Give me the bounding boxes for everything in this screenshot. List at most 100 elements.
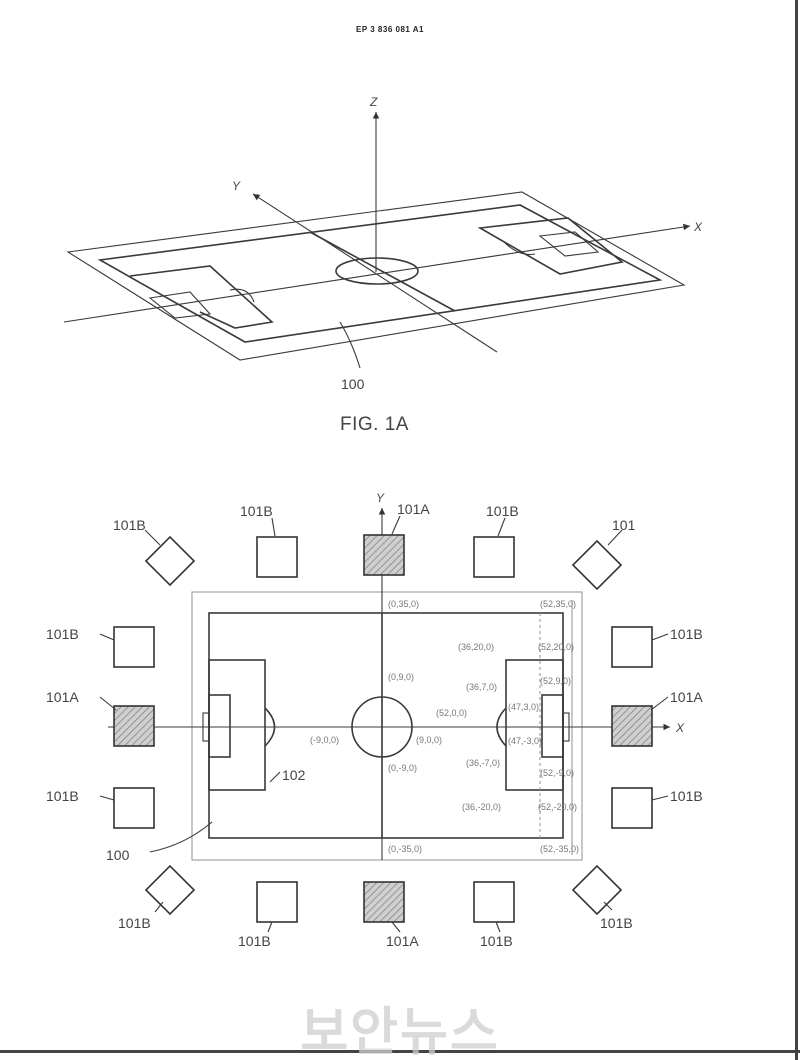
leader-right-upper [651,633,669,641]
leader-top-center [391,515,401,535]
leader-top-left [144,529,161,546]
camera-bottom-right [571,864,623,916]
camera-top-right [571,539,623,591]
fig1a-y-label: Y [232,179,241,193]
ref-field-100: 100 [106,847,130,863]
coord-upper-right-b: (52,20,0) [538,642,574,652]
camera-right-lower [611,787,653,829]
leader-top-right [607,529,623,546]
camera-left-middle [113,705,155,747]
fig1a-y-axis [252,193,498,353]
ref-top-left: 101B [113,517,146,533]
fig1b-left-penalty-area [208,659,266,791]
ref-bottom-center: 101A [386,933,419,949]
fig1a-center-circle [335,257,419,285]
ref-bottom-mid-right: 101B [480,933,513,949]
coord-right-axis-c: (47,-3,0) [508,736,542,746]
coord-top-right: (52,35,0) [540,599,576,609]
coord-center-lower: (0,-9,0) [388,763,417,773]
fig1a-left-goal-area [148,291,212,319]
fig1b-right-goal-area [541,694,564,758]
ref-top-right: 101 [612,517,636,533]
camera-left-upper [113,626,155,668]
camera-bottom-mid-left [256,881,298,923]
camera-top-left [144,535,196,587]
coord-right-lower-d: (52,-9,0) [540,768,574,778]
fig1a-outer-surface [66,191,686,361]
coord-upper-right-a: (36,20,0) [458,642,494,652]
fig1a-ref-100: 100 [341,376,365,392]
ref-penalty-area-102: 102 [282,767,306,783]
camera-bottom-center [363,881,405,923]
leader-top-mid-right [497,517,506,537]
leader-penalty-102 [269,771,281,783]
coord-right-axis-b: (47,3,0) [508,702,539,712]
coord-right-axis-a: (52,0,0) [436,708,467,718]
leader-bottom-mid-right [495,921,501,933]
coord-bottom-center: (0,-35,0) [388,844,422,854]
ref-bottom-right: 101B [600,915,633,931]
fig1b-pitch-boundary [208,612,564,839]
coord-center-upper: (0,9,0) [388,672,414,682]
ref-left-middle: 101A [46,689,79,705]
page-border-bottom [0,1050,800,1053]
ref-top-mid-left: 101B [240,503,273,519]
fig1b-outer-area [191,591,583,861]
fig1a-right-goal-area [538,231,600,257]
camera-top-mid-left [256,536,298,578]
camera-top-center [363,534,405,576]
ref-bottom-left: 101B [118,915,151,931]
leader-left-upper [99,633,115,641]
page-border-right [795,0,798,1060]
coord-lower-right-b: (52,-20,0) [538,802,577,812]
fig1a-caption: FIG. 1A [340,414,409,435]
publication-number: EP 3 836 081 A1 [356,25,424,34]
ref-right-upper: 101B [670,626,703,642]
coord-top-center: (0,35,0) [388,599,419,609]
leader-left-lower [99,795,115,801]
leader-right-middle [650,696,669,711]
ref-right-middle: 101A [670,689,703,705]
camera-right-middle [611,705,653,747]
coord-right-lower-c: (36,-7,0) [466,758,500,768]
ref-right-lower: 101B [670,788,703,804]
coord-right-upper-d: (52,9,0) [540,676,571,686]
ref-top-mid-right: 101B [486,503,519,519]
fig1a-right-penalty-arc [504,242,536,256]
camera-bottom-mid-right [473,881,515,923]
fig1b-y-label: Y [376,491,385,505]
camera-left-lower [113,787,155,829]
leader-top-mid-left [271,517,276,537]
camera-bottom-left [144,864,196,916]
fig1a-pitch-boundary [97,204,663,343]
camera-top-mid-right [473,536,515,578]
fig1a-x-label: X [693,220,703,234]
fig1b-x-label: X [675,721,685,735]
watermark: 보안뉴스 [300,1003,500,1060]
leader-bottom-right [603,901,613,911]
leader-bottom-mid-left [267,921,273,933]
figure-1a: Z Y X 100 FIG. 1A [63,95,703,435]
coord-center-right: (9,0,0) [416,735,442,745]
leader-left-middle [99,696,117,711]
ref-left-lower: 101B [46,788,79,804]
fig1a-left-penalty-arc [229,288,255,303]
coord-bottom-right: (52,-35,0) [540,844,579,854]
fig1a-halfway-line [309,231,456,312]
fig1a-leader-100 [339,321,361,369]
ref-top-center: 101A [397,501,430,517]
camera-right-upper [611,626,653,668]
leader-right-lower [651,795,669,801]
leader-field-100 [149,821,213,853]
figure-1b: Y X [46,491,703,949]
ref-left-upper: 101B [46,626,79,642]
ref-bottom-mid-left: 101B [238,933,271,949]
fig1a-z-label: Z [369,95,378,109]
leader-bottom-left [154,901,164,913]
fig1b-left-goal-area [208,694,231,758]
coord-center-left: (-9,0,0) [310,735,339,745]
coord-lower-right-a: (36,-20,0) [462,802,501,812]
fig1a-right-penalty-area [477,217,624,275]
